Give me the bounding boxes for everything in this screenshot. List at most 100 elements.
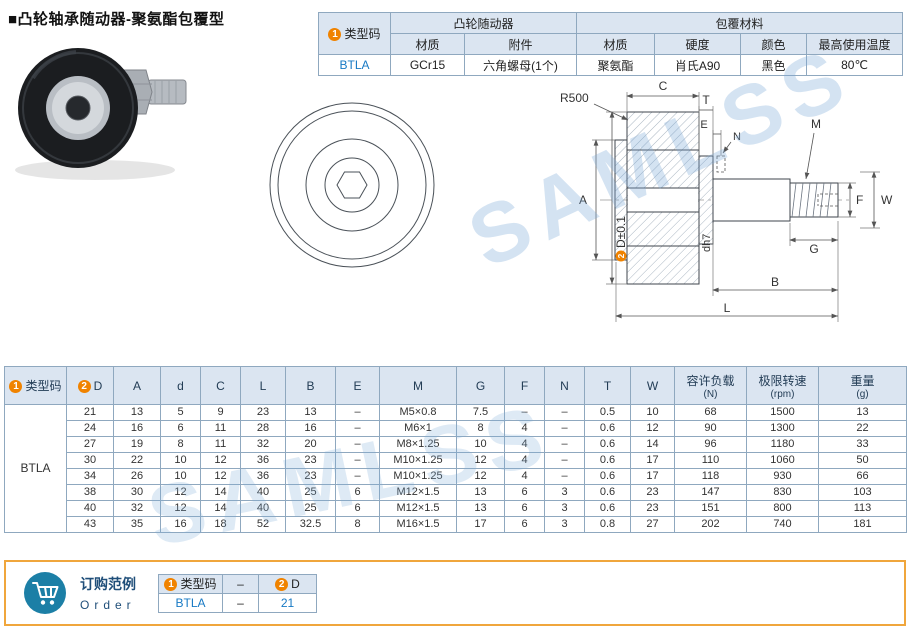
cell-value: 6 (160, 420, 201, 437)
cell-value: 740 (746, 516, 819, 533)
cell-value: 8 (160, 436, 201, 453)
order-value-d: 21 (258, 592, 317, 613)
spec-value-hardness: 肖氏A90 (654, 54, 742, 76)
svg-text:D±0.1: D±0.1 (614, 216, 628, 248)
cell-value: 181 (818, 516, 907, 533)
cell-value: 3 (544, 484, 585, 501)
badge-2-icon: 2 (275, 577, 289, 591)
cell-value: – (335, 436, 380, 453)
cell-value: 68 (674, 404, 747, 421)
spec-subheader-accessory: 附件 (463, 33, 578, 55)
spec-value-type-code: BTLA (318, 54, 391, 76)
svg-text:dh7: dh7 (701, 234, 713, 252)
col-header-f: F (504, 366, 545, 405)
col-header-n: N (544, 366, 585, 405)
cell-value: 14 (200, 484, 241, 501)
cell-value: 11 (200, 436, 241, 453)
col-header-weight-label: 重量 (850, 373, 875, 388)
cell-value: 35 (113, 516, 161, 533)
dim-label-dh7: dh7 (701, 234, 713, 252)
col-header-m: M (379, 366, 457, 405)
cell-value: M6×1 (379, 420, 457, 437)
col-header-d-label: D (93, 378, 103, 393)
col-header-weight: 重量 (g) (818, 366, 907, 405)
cell-value: 13 (818, 404, 907, 421)
badge-2-icon: 2 (77, 379, 91, 393)
dim-label-b: B (771, 275, 779, 289)
order-labels: 订购范例 Order (80, 574, 136, 612)
spec-value-material-1: GCr15 (390, 54, 465, 76)
cell-value: 202 (674, 516, 747, 533)
cell-value: 3 (544, 516, 585, 533)
cell-value: 0.6 (584, 500, 631, 517)
side-view: R500 C T E N M A F W G B L 2 D±0.1 dh7 (560, 79, 893, 322)
cell-value: 12 (200, 452, 241, 469)
cell-value: 147 (674, 484, 747, 501)
cell-value: 5 (160, 404, 201, 421)
cell-value: 0.6 (584, 452, 631, 469)
cell-value: 10 (160, 452, 201, 469)
badge-1-icon: 1 (9, 380, 23, 393)
col-header-load-label: 容许负载 (686, 373, 735, 388)
cell-value: 13 (456, 484, 505, 501)
badge-2-icon: 2 (617, 253, 626, 258)
col-header-speed: 极限转速 (rpm) (746, 366, 819, 405)
cell-d-value: 30 (66, 452, 114, 469)
dim-label-t: T (702, 93, 710, 107)
cell-value: 4 (504, 452, 545, 469)
spec-type-code-label: 类型码 (344, 27, 381, 41)
dim-label-e: E (700, 119, 707, 131)
cell-value: 0.6 (584, 484, 631, 501)
cell-value: 7.5 (456, 404, 505, 421)
type-code-cell: BTLA (4, 404, 67, 533)
spec-subheader-color: 颜色 (740, 33, 808, 55)
cell-value: 90 (674, 420, 747, 437)
cell-value: 36 (240, 468, 286, 485)
order-example-label-cn: 订购范例 (80, 576, 136, 592)
cell-value: 14 (630, 436, 675, 453)
cell-value: 0.6 (584, 436, 631, 453)
col-header-speed-label: 极限转速 (758, 373, 807, 388)
cell-d-value: 27 (66, 436, 114, 453)
cell-value: 23 (285, 452, 336, 469)
cell-value: 1500 (746, 404, 819, 421)
cell-value: 930 (746, 468, 819, 485)
spec-value-row: BTLA GCr15 六角螺母(1个) 聚氨酯 肖氏A90 黑色 80℃ (318, 54, 904, 76)
order-value-type-code: BTLA (158, 592, 223, 613)
cell-value: 103 (818, 484, 907, 501)
col-header-l: L (240, 366, 286, 405)
cell-value: – (544, 468, 585, 485)
cell-value: – (504, 404, 545, 421)
cell-value: 10 (630, 404, 675, 421)
cell-value: 6 (335, 500, 380, 517)
cell-value: 10 (160, 468, 201, 485)
cell-value: 28 (240, 420, 286, 437)
col-header-speed-unit: (rpm) (770, 388, 795, 400)
spec-value-max-temp: 80℃ (806, 54, 904, 76)
dim-label-m: M (811, 117, 821, 131)
cell-value: 118 (674, 468, 747, 485)
cell-value: 12 (630, 420, 675, 437)
cell-value: M8×1.25 (379, 436, 457, 453)
cell-value: 17 (630, 468, 675, 485)
spec-value-material-2: 聚氨酯 (576, 54, 656, 76)
spec-value-accessory: 六角螺母(1个) (463, 54, 578, 76)
cell-value: 20 (285, 436, 336, 453)
cell-value: – (335, 452, 380, 469)
cell-value: 16 (113, 420, 161, 437)
cell-value: 18 (200, 516, 241, 533)
cell-value: 11 (200, 420, 241, 437)
cell-value: 13 (113, 404, 161, 421)
cell-value: – (544, 420, 585, 437)
cell-value: – (335, 420, 380, 437)
spec-value-color: 黑色 (740, 54, 808, 76)
cell-value: 96 (674, 436, 747, 453)
